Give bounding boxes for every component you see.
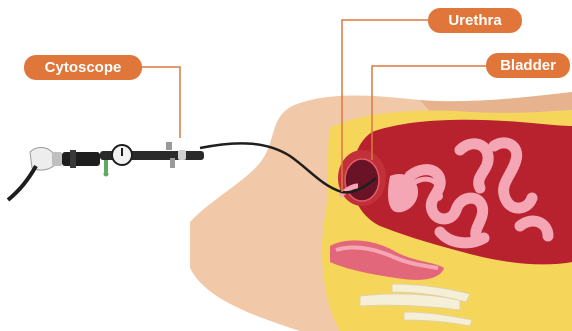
light-cable	[8, 166, 36, 200]
label-bladder-text: Bladder	[500, 57, 556, 74]
ovary	[433, 191, 443, 201]
label-cytoscope-text: Cytoscope	[45, 59, 122, 76]
scope-band	[70, 150, 76, 168]
side-port	[166, 142, 172, 150]
eyepiece-ring	[52, 152, 62, 166]
leader-cytoscope	[140, 67, 180, 138]
scope-body	[62, 152, 100, 166]
label-urethra-text: Urethra	[448, 12, 502, 29]
green-valve	[104, 160, 108, 172]
label-bladder: Bladder	[486, 53, 570, 78]
label-cytoscope: Cytoscope	[24, 55, 142, 80]
label-urethra: Urethra	[428, 8, 522, 33]
bladder	[338, 150, 386, 206]
body-cross-section	[190, 92, 572, 331]
